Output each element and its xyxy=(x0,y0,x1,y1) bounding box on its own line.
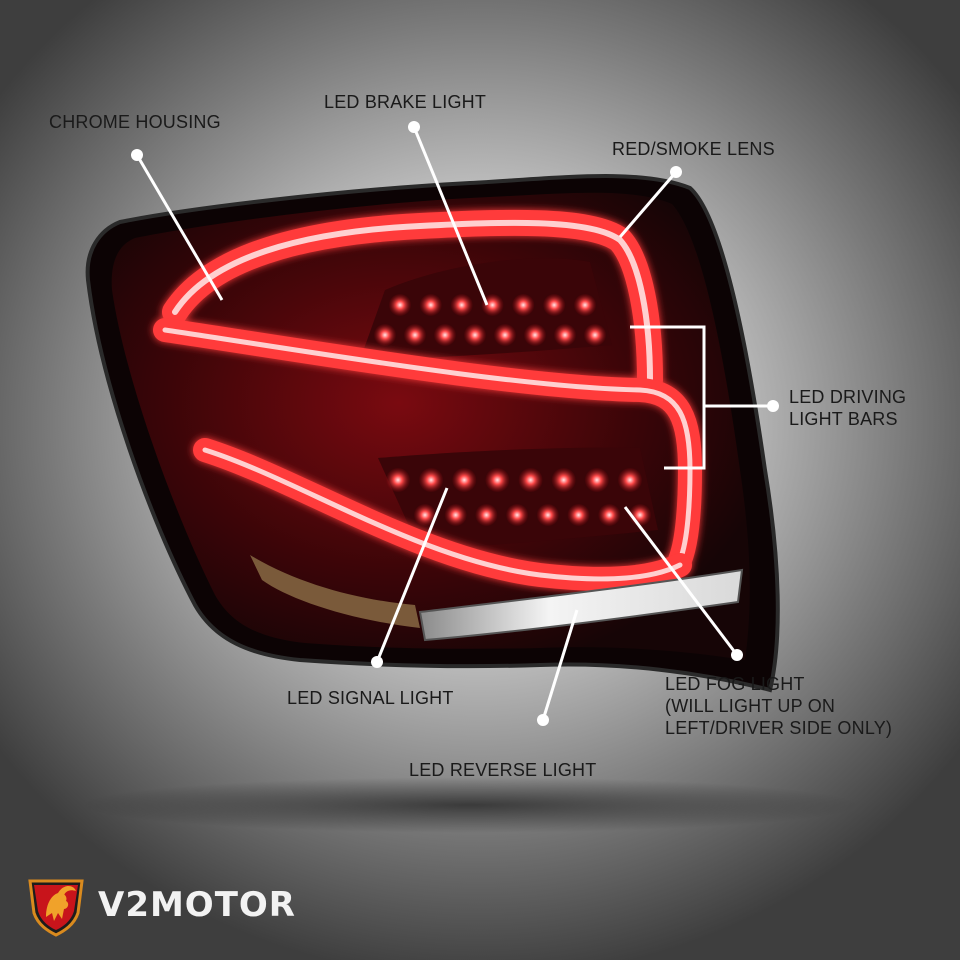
led-dot xyxy=(452,468,477,492)
fog-light-cluster xyxy=(378,447,658,550)
brand-name: V2MOTOR xyxy=(98,885,296,925)
label-line: LED FOG LIGHT xyxy=(665,674,805,694)
led-dot xyxy=(574,294,596,316)
led-dot xyxy=(551,468,576,492)
led-dot xyxy=(481,294,504,316)
label-led-reverse-light: LED REVERSE LIGHT xyxy=(409,760,597,780)
callout-line-reverse-light xyxy=(541,609,579,721)
led-driving-light-bars xyxy=(153,209,703,591)
led-dot xyxy=(543,294,566,316)
label-led-fog-light: LED FOG LIGHT (WILL LIGHT UP ON LEFT/DRI… xyxy=(665,673,892,739)
led-dot xyxy=(618,468,642,492)
callout-line-fog-light xyxy=(623,506,739,656)
led-dot xyxy=(404,324,426,346)
led-dot xyxy=(524,324,546,346)
led-dot xyxy=(414,504,436,526)
led-dot xyxy=(389,294,411,316)
lion-shield-icon xyxy=(28,879,84,937)
label-line: LEFT/DRIVER SIDE ONLY) xyxy=(665,718,893,738)
led-dot xyxy=(374,324,396,346)
led-dot xyxy=(485,468,510,492)
led-dot xyxy=(494,324,516,346)
floor-shadow xyxy=(80,777,860,833)
led-dot xyxy=(386,468,410,492)
led-dot xyxy=(464,324,486,346)
label-led-driving-light-bars: LED DRIVING LIGHT BARS xyxy=(789,386,906,430)
led-dot xyxy=(584,468,609,492)
led-dot xyxy=(450,294,473,316)
label-chrome-housing: CHROME HOUSING xyxy=(49,112,221,132)
callout-line-signal-light xyxy=(375,487,449,663)
led-dot xyxy=(506,504,529,526)
label-line: (WILL LIGHT UP ON xyxy=(665,696,836,716)
led-dot xyxy=(419,468,444,492)
callout-line-brake-light xyxy=(412,126,489,306)
led-dot xyxy=(584,324,606,346)
led-dot xyxy=(598,504,621,526)
label-line: LED DRIVING xyxy=(789,387,907,407)
callout-dots xyxy=(131,121,779,726)
led-dot xyxy=(536,504,559,526)
brake-light-cluster xyxy=(360,258,612,360)
label-led-brake-light: LED BRAKE LIGHT xyxy=(324,92,487,112)
led-dot xyxy=(434,324,456,346)
led-dot xyxy=(567,504,590,526)
led-dot xyxy=(475,504,498,526)
brand-logo: V2MOTOR xyxy=(24,870,296,940)
callout-line-red-smoke-lens xyxy=(618,171,678,238)
callout-line-driving-bars xyxy=(630,325,706,470)
reverse-light-strip xyxy=(418,568,744,642)
led-dot xyxy=(518,468,543,492)
label-line: LIGHT BARS xyxy=(789,409,898,429)
callout-lines xyxy=(135,126,773,721)
led-dot xyxy=(554,324,576,346)
led-dot xyxy=(512,294,535,316)
amber-reflector xyxy=(250,555,420,628)
led-dot xyxy=(444,504,467,526)
led-dot xyxy=(419,294,442,316)
label-red-smoke-lens: RED/SMOKE LENS xyxy=(612,139,775,159)
tail-light-assembly xyxy=(85,174,780,693)
label-led-signal-light: LED SIGNAL LIGHT xyxy=(287,688,454,708)
callout-line-chrome-housing xyxy=(135,154,224,301)
